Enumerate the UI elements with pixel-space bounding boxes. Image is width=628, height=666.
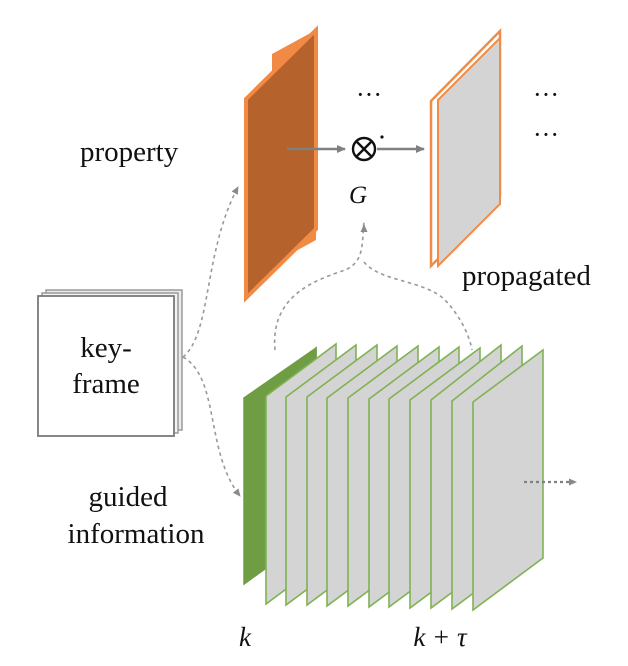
keyframe-box bbox=[37, 289, 183, 437]
keyframe-to-property-arrow bbox=[182, 186, 239, 358]
guided-frame-11 bbox=[472, 348, 544, 612]
keyframe-to-guided-arrow bbox=[182, 356, 241, 497]
guided-frame-stack bbox=[243, 342, 544, 612]
ellipsis-top-right: ··· bbox=[533, 80, 559, 109]
property-frame bbox=[244, 25, 318, 303]
guided-to-operator-arrow bbox=[273, 220, 473, 351]
keyframe-label-line2: frame bbox=[72, 368, 140, 400]
frame-k-label: k bbox=[239, 622, 252, 652]
propagated-frame bbox=[429, 27, 502, 270]
ellipsis-top-middle: ··· bbox=[356, 80, 382, 109]
guided-label-line1: guided bbox=[89, 481, 168, 513]
operator-label: G bbox=[349, 182, 367, 209]
ellipsis-right: ··· bbox=[533, 120, 559, 149]
frame-k-tau-label: k + τ bbox=[413, 622, 468, 652]
guided-label-line2: information bbox=[68, 518, 205, 550]
keyframe-label-line1: key- bbox=[80, 332, 132, 364]
circled-times-icon bbox=[351, 135, 384, 162]
propagated-label: propagated bbox=[462, 260, 591, 292]
property-label: property bbox=[80, 136, 179, 168]
